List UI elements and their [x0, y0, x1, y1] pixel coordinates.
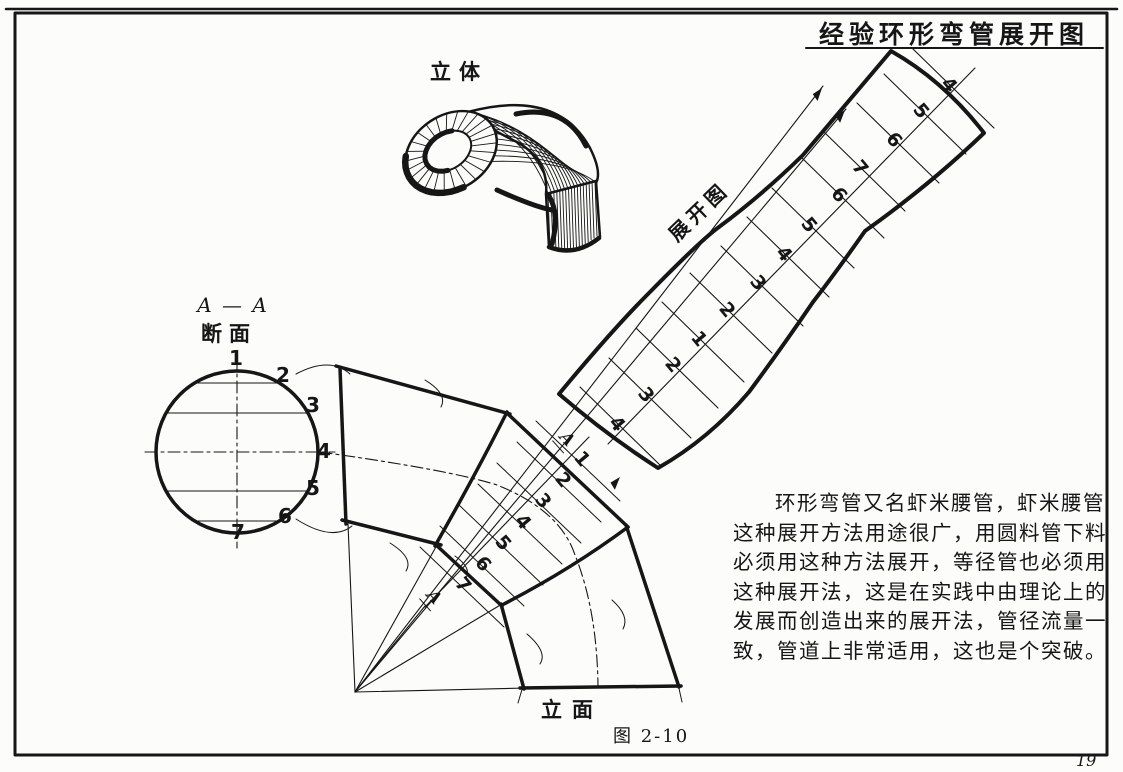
description-line: 致，管道上非常适用，这也是个突破。 — [733, 638, 1107, 663]
elevation-view — [319, 85, 847, 704]
figure-caption: 图 2-10 — [613, 726, 690, 747]
description-line: 发展而创造出来的展开法，管径流量一 — [733, 609, 1107, 634]
section-circle — [144, 357, 353, 549]
section-point-number: 6 — [278, 503, 292, 528]
pictorial-view-label: 立体 — [430, 60, 488, 84]
section-mark-label: A — A — [197, 293, 269, 317]
description-paragraph: 环形弯管又名虾米腰管，虾米腰管 这种展开方法用途很广，用圆料管下料 必须用这种方… — [733, 489, 1111, 667]
section-point-number: 4 — [317, 438, 331, 463]
page-title: 经验环形弯管展开图 — [818, 20, 1089, 49]
direction-arrows — [610, 88, 845, 490]
section-point-number: 2 — [276, 362, 290, 387]
section-point-number: 3 — [306, 392, 320, 417]
development-pattern — [557, 47, 995, 490]
description-line: 这种展开方法用途很广，用圆料管下料 — [733, 520, 1107, 545]
page-frame — [4, 7, 1119, 757]
elevation-view-label: 立面 — [541, 698, 603, 722]
page-number: 19 — [1076, 751, 1097, 770]
description-line: 必须用这种方法展开，等径管也必须用 — [733, 550, 1107, 575]
section-view-label: 断面 — [201, 322, 257, 346]
description-line: 环形弯管又名虾米腰管，虾米腰管 — [775, 491, 1105, 515]
description-line: 这种展开法，这是在实践中由理论上的 — [733, 579, 1107, 604]
section-point-number: 5 — [306, 475, 320, 500]
pictorial-elbow-drawing — [401, 103, 602, 253]
section-point-number: 1 — [229, 345, 243, 370]
section-point-number: 7 — [231, 519, 245, 544]
